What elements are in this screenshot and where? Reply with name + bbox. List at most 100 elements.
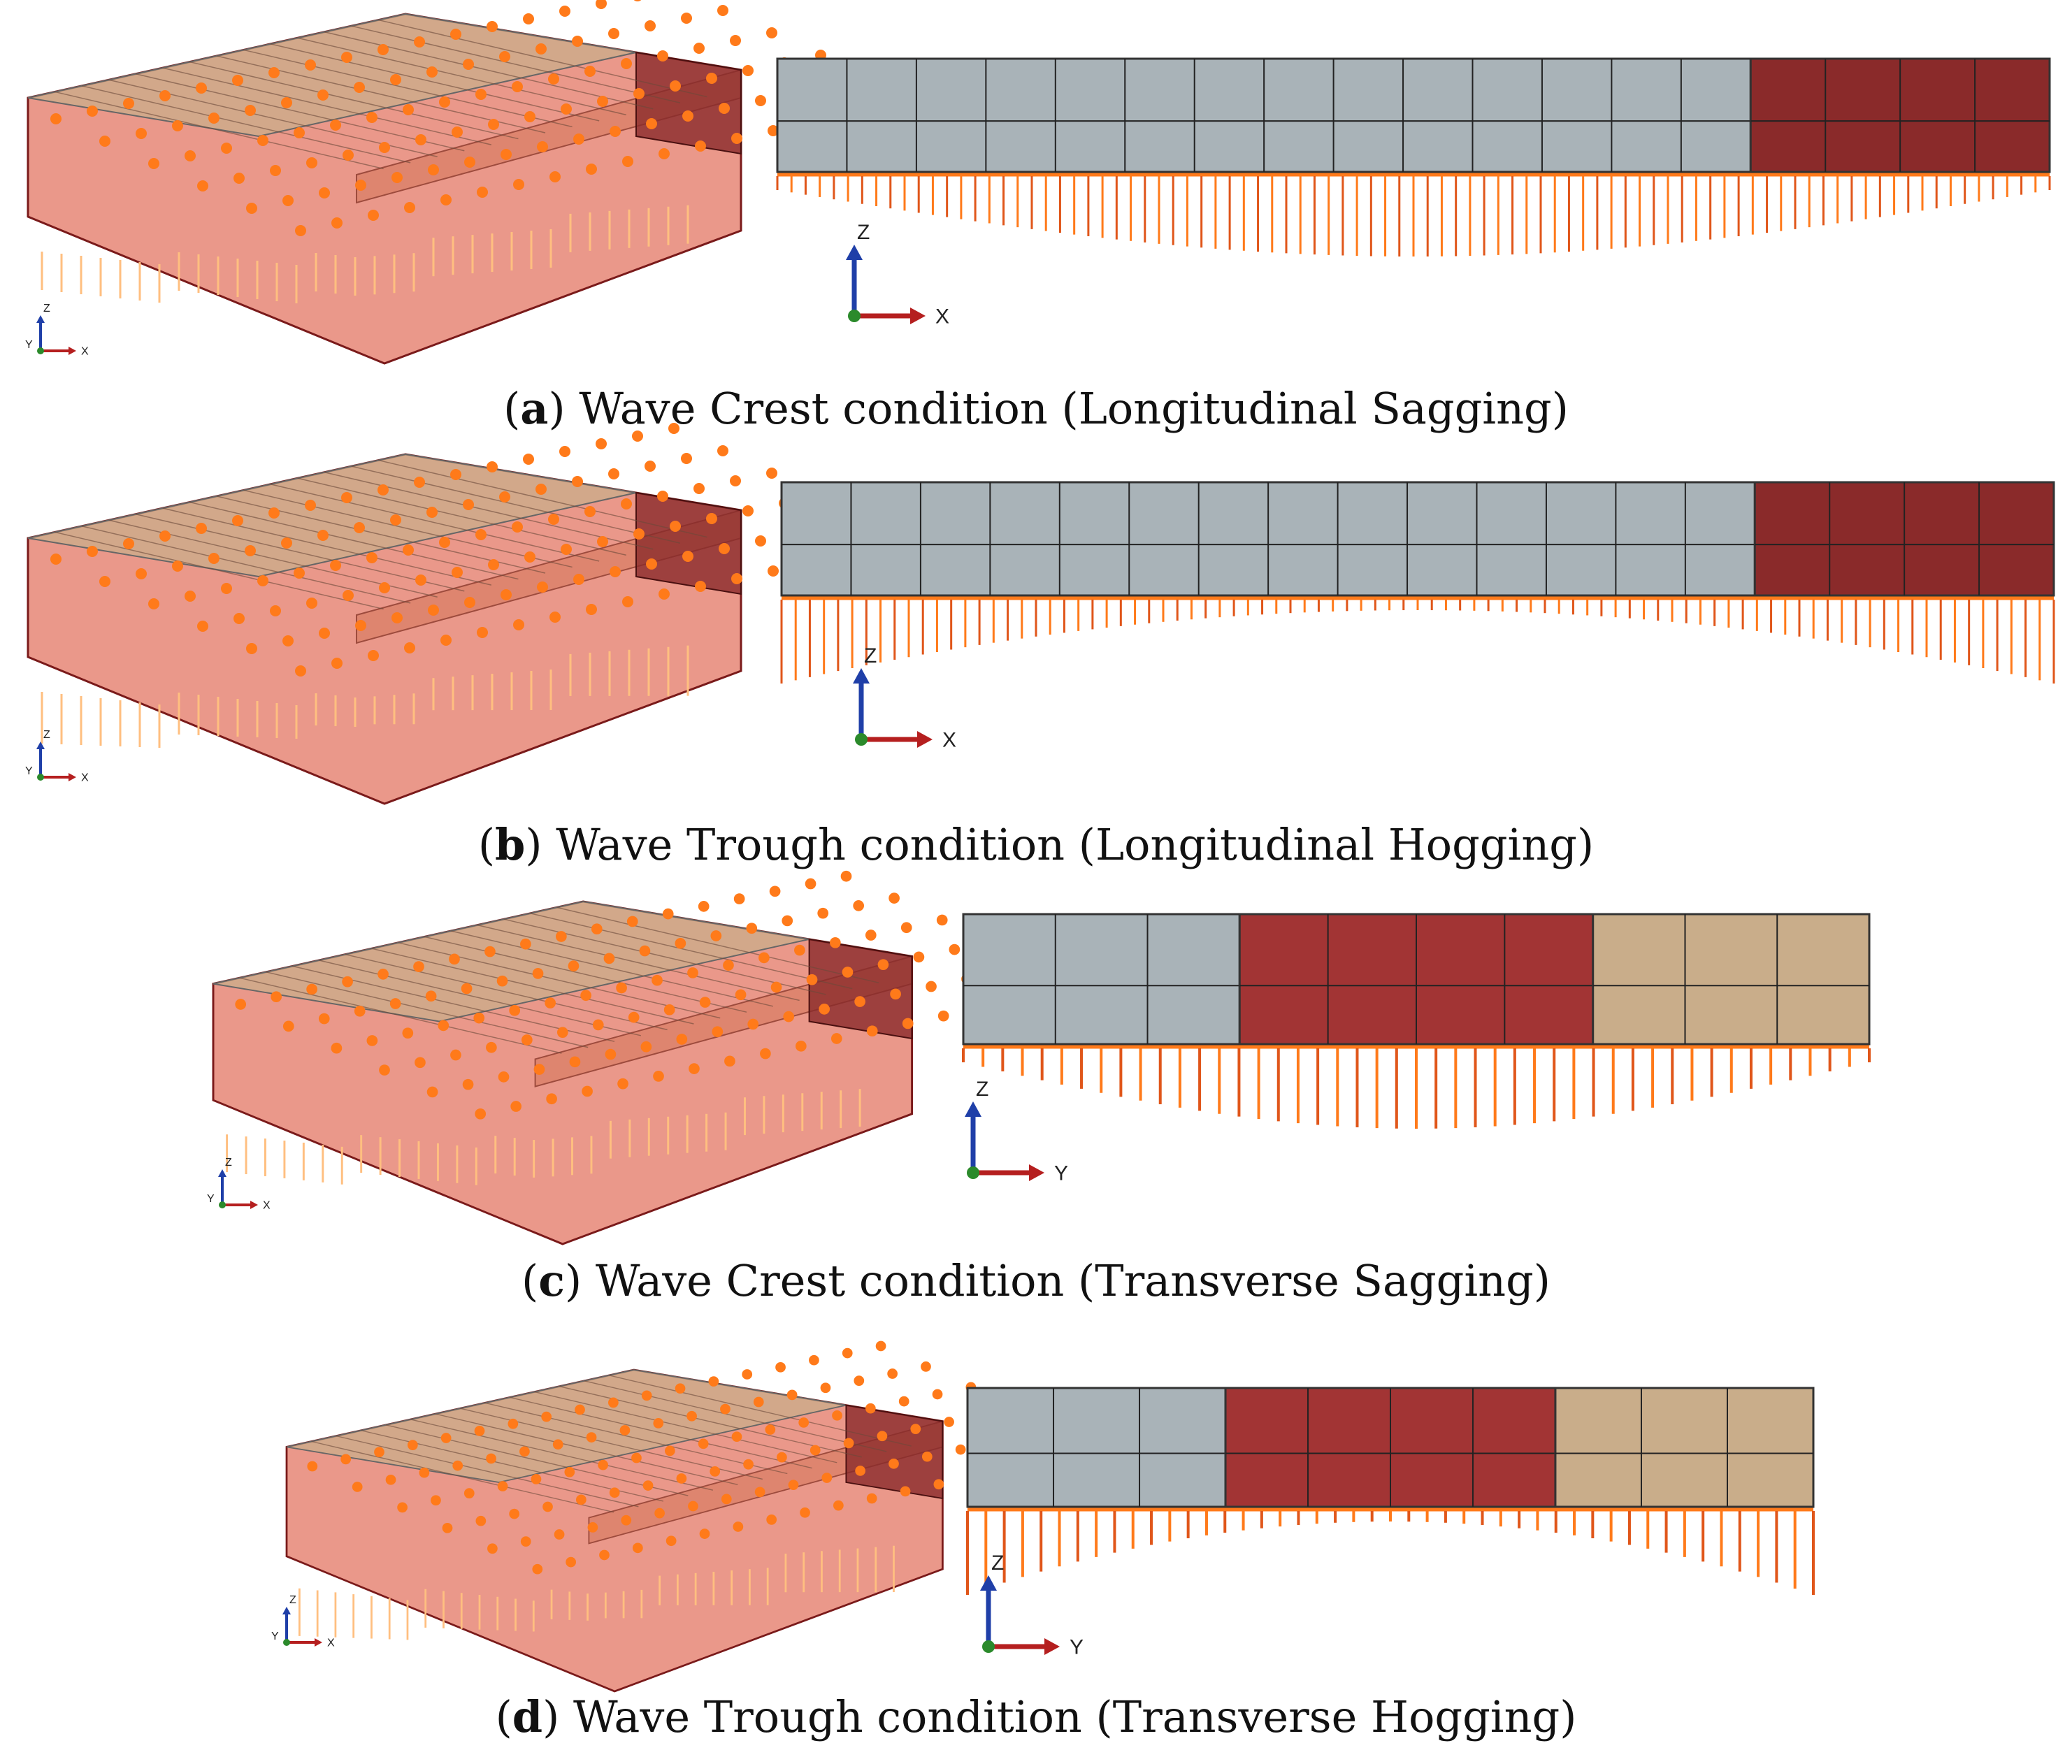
load-node [730,475,741,486]
load-node [693,483,705,494]
iso-view-c [212,870,1092,1245]
axis-label-horizontal: X [942,729,956,752]
load-node [509,1508,520,1519]
load-node [769,885,781,897]
load-node [608,468,619,479]
load-node [653,1418,664,1429]
load-node [866,1493,877,1504]
grid-line [451,930,773,1007]
grid-line [243,489,573,568]
load-node [355,620,366,631]
load-node [343,590,354,601]
grid-line [378,19,707,98]
load-node [955,1444,966,1455]
load-node [512,81,523,92]
load-node [366,112,377,123]
load-node [854,996,865,1007]
load-node [742,1369,753,1380]
load-node [148,158,159,169]
load-node [496,975,508,987]
load-node [172,561,183,572]
load-node [319,628,330,639]
load-node [657,50,668,62]
axis-label-horizontal: X [935,305,949,328]
axis-label-vertical: Z [857,221,870,244]
load-node [221,143,232,154]
load-node [616,982,627,994]
axis-h-head [917,731,933,748]
load-node [842,1347,853,1359]
load-node [686,1410,697,1422]
load-node [731,1431,742,1443]
load-node [294,567,305,579]
load-node [488,559,499,570]
load-node [257,575,268,586]
load-node [533,1064,545,1075]
load-node [548,514,559,525]
grid-line [297,37,626,116]
load-node [464,157,475,168]
axis-label-horizontal: Y [1070,1636,1084,1659]
load-node [474,1426,485,1436]
load-node [475,1108,487,1120]
load-node [546,1093,557,1105]
load-node [663,1004,675,1015]
load-node [681,453,692,464]
load-node [654,1508,665,1519]
load-node [477,627,488,638]
caption-a-text: Wave Crest condition (Longitudinal Saggi… [579,383,1569,434]
load-node [639,945,651,957]
grid-line [81,85,411,164]
caption-c-letter: c [538,1255,565,1306]
load-node [246,203,257,214]
load-node [366,1035,378,1046]
axis-h-head [1029,1164,1044,1181]
axis-label-vertical: Z [43,729,50,741]
load-node [666,1535,677,1547]
axis-z-head [853,668,870,684]
load-node [208,553,220,564]
load-node [268,67,280,78]
axis-z-head [980,1575,997,1591]
load-node [513,179,524,190]
load-node [608,28,619,39]
module-block [1554,1387,1815,1508]
grid-line [81,526,411,604]
load-node [566,1556,576,1568]
axis-triad-c-iso: ZXY [207,1157,271,1212]
load-node [597,96,608,107]
caption-b-letter: b [495,819,526,870]
load-node [391,612,403,623]
load-node [706,73,717,84]
load-node [760,1048,771,1060]
load-node [461,983,473,995]
load-node [888,892,900,904]
caption-c: (c) Wave Crest condition (Transverse Sag… [521,1255,1551,1306]
load-node [866,1025,878,1037]
load-node [317,530,329,541]
load-node [232,75,243,86]
load-node [354,522,365,533]
load-node [777,1452,787,1463]
load-node [426,507,438,518]
load-node [622,156,633,167]
load-node [568,960,580,971]
load-node [596,438,607,449]
load-node [497,1481,508,1491]
axis-h-head [910,308,926,324]
load-node [898,1396,909,1407]
load-node [524,111,535,122]
load-node [414,477,425,488]
load-node [921,1451,933,1462]
axis-origin [967,1166,979,1179]
load-node [463,499,474,510]
load-node [659,148,670,159]
load-node [330,120,341,131]
load-node [670,80,681,92]
load-node [584,66,596,77]
load-node [520,1536,531,1547]
load-node [463,1488,475,1498]
load-node [295,665,306,677]
load-node [596,0,607,9]
load-node [576,1494,587,1505]
